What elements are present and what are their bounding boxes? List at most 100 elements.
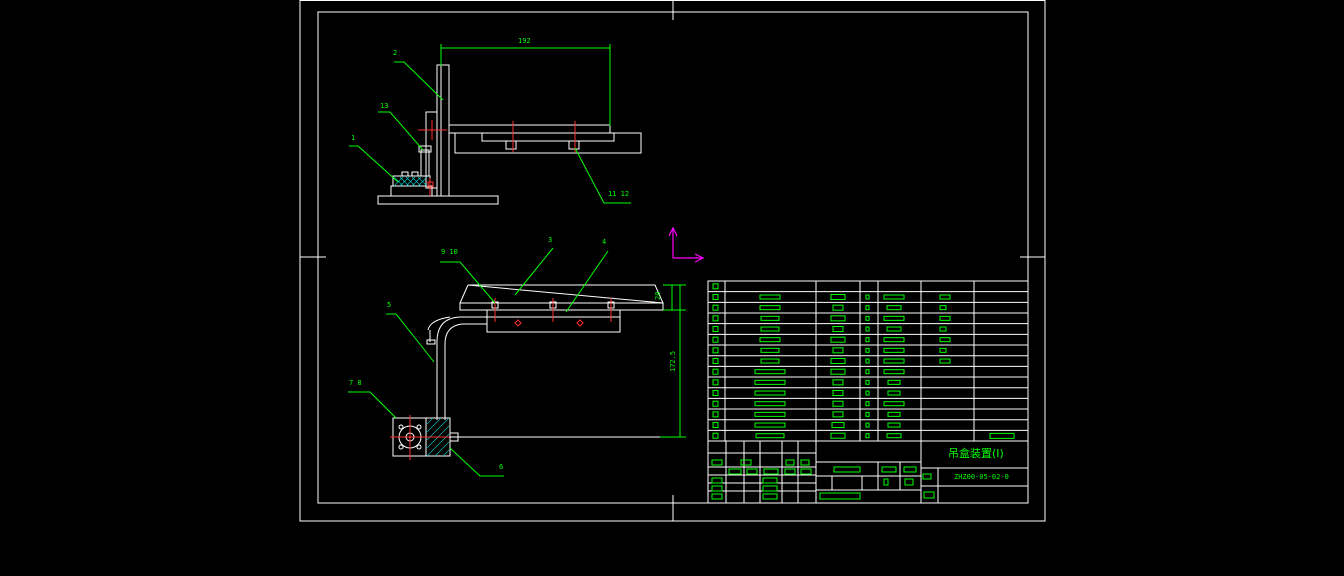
parts-list-qty-mark: [865, 390, 870, 396]
parts-list-index-mark: [712, 432, 719, 439]
parts-list-spec-mark: [887, 390, 901, 396]
parts-list-name-mark: [760, 347, 780, 353]
parts-list-weight-mark: [939, 315, 951, 321]
parts-list-spec-mark: [886, 305, 902, 311]
parts-list-name-mark: [754, 369, 786, 375]
parts-list-index-mark: [712, 358, 719, 365]
parts-list-weight-mark: [939, 294, 951, 300]
parts-list-material-mark: [830, 294, 846, 301]
parts-list-qty-mark: [865, 422, 870, 428]
callout-1: 1: [351, 134, 355, 142]
parts-list-material-mark: [830, 336, 846, 343]
parts-list-index-mark: [712, 326, 719, 333]
parts-list-material-mark: [832, 411, 844, 418]
callout-4: 4: [602, 238, 606, 246]
parts-list-index-mark: [712, 336, 719, 343]
hatch-fill-upper: [393, 176, 428, 187]
parts-list-name-mark: [754, 422, 786, 428]
drawing-number: ZHZ00-05-02-0: [954, 473, 1009, 481]
lower-view-assembly: [390, 284, 680, 460]
parts-list-weight-mark: [939, 337, 951, 343]
parts-list-qty-mark: [865, 358, 870, 364]
parts-list-name-mark: [754, 401, 786, 407]
parts-list-material-mark: [832, 400, 844, 407]
parts-list-name-mark: [754, 390, 786, 396]
parts-list-remark-mark: [989, 432, 1015, 439]
parts-list-spec-mark: [883, 401, 905, 407]
callout-3: 3: [548, 236, 552, 244]
parts-list-qty-mark: [865, 433, 870, 439]
parts-list-material-mark: [832, 379, 844, 386]
callout-13: 13: [380, 102, 388, 110]
parts-list-spec-mark: [883, 369, 905, 375]
callout-9-10: 9 10: [441, 248, 458, 256]
ucs-axis-icon: [668, 226, 705, 263]
parts-list-index-mark: [712, 315, 719, 322]
parts-list-index-mark: [712, 400, 719, 407]
upper-view-assembly: [377, 64, 642, 205]
parts-list-material-mark: [830, 315, 846, 322]
dimension-label-20: 20: [654, 292, 662, 300]
drawing-name: 吊盒装置(I): [948, 446, 1004, 460]
parts-list-name-mark: [755, 433, 785, 439]
parts-list-qty-mark: [865, 326, 870, 332]
callout-6: 6: [499, 463, 503, 471]
hatch-fill-lower: [426, 417, 450, 457]
parts-list-material-mark: [832, 304, 844, 311]
parts-list-qty-mark: [865, 369, 870, 375]
parts-list-weight-mark: [939, 305, 947, 311]
parts-list-index-mark: [712, 379, 719, 386]
parts-list-name-mark: [759, 337, 781, 343]
parts-list-name-mark: [760, 358, 780, 364]
dimension-label-192: 192: [518, 37, 531, 45]
parts-list-material-mark: [832, 390, 844, 397]
parts-list-spec-mark: [883, 358, 905, 364]
parts-list-qty-mark: [865, 379, 870, 385]
parts-list-name-mark: [760, 326, 780, 332]
dimension-label-172-5: 172.5: [669, 351, 677, 372]
parts-list-name-mark: [759, 294, 781, 300]
callout-2: 2: [393, 49, 397, 57]
parts-list-spec-mark: [883, 294, 905, 300]
parts-list-name-mark: [759, 305, 781, 311]
parts-list-index-mark: [712, 422, 719, 429]
parts-list-spec-mark: [886, 326, 902, 332]
callout-5: 5: [387, 301, 391, 309]
parts-list-spec-mark: [887, 422, 901, 428]
parts-list-weight-mark: [939, 358, 951, 364]
parts-list-spec-mark: [883, 347, 905, 353]
parts-list-qty-mark: [865, 305, 870, 311]
parts-list-table: [707, 280, 1029, 442]
parts-list-spec-mark: [886, 433, 902, 439]
parts-list-qty-mark: [865, 294, 870, 300]
parts-list-index-mark: [712, 294, 719, 301]
parts-list-weight-mark: [939, 347, 947, 353]
parts-list-qty-mark: [865, 337, 870, 343]
parts-list-qty-mark: [865, 315, 870, 321]
dimension-top-width: 192: [440, 37, 611, 126]
parts-list-name-mark: [760, 315, 780, 321]
lower-dimensions: 20 172.5: [654, 284, 686, 438]
parts-list-material-mark: [830, 432, 846, 439]
upper-callouts: 2 13 1 11 12: [349, 49, 631, 204]
lower-callouts: 9 10 3 4 5 7 8 6: [348, 236, 609, 477]
parts-list-weight-mark: [939, 326, 947, 332]
title-block: 吊盒装置(I) ZHZ00-05-02-0: [707, 440, 1029, 504]
parts-list-spec-mark: [883, 337, 905, 343]
parts-list-qty-mark: [865, 347, 870, 353]
parts-list-index-mark: [712, 390, 719, 397]
parts-list-qty-mark: [865, 411, 870, 417]
callout-7-8: 7 8: [349, 379, 362, 387]
parts-list-index-mark: [712, 368, 719, 375]
parts-list-material-mark: [830, 368, 846, 375]
callout-11-12: 11 12: [608, 190, 629, 198]
parts-list-name-mark: [754, 379, 786, 385]
sheet-border: [299, 0, 1046, 522]
parts-list-index-mark: [712, 304, 719, 311]
parts-list-index-mark: [712, 347, 719, 354]
parts-list-material-mark: [832, 326, 844, 333]
parts-list-index-mark: [712, 283, 719, 290]
parts-list-spec-mark: [887, 379, 901, 385]
parts-list-name-mark: [754, 411, 786, 417]
